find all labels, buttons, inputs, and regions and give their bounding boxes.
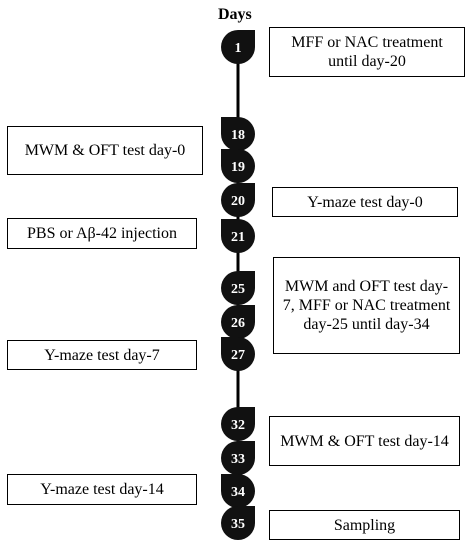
marker-shape: [221, 219, 255, 253]
marker-day-label: 19: [231, 160, 245, 175]
day-marker-34: 34: [221, 474, 255, 508]
box-mff-nac-treatment: MFF or NAC treatment until day-20: [269, 27, 465, 77]
marker-shape: [221, 183, 255, 217]
marker-shape: [221, 407, 255, 441]
box-mwm-oft-day14: MWM & OFT test day-14: [269, 416, 460, 466]
box-mwm-oft-day7: MWM and OFT test day-7, MFF or NAC treat…: [273, 257, 460, 354]
marker-day-label: 20: [231, 194, 245, 209]
marker-shape: [221, 271, 255, 305]
marker-day-label: 27: [231, 348, 245, 363]
day-marker-32: 32: [221, 407, 255, 441]
marker-shape: [221, 30, 255, 64]
day-marker-1: 1: [221, 30, 255, 64]
diagram-title: Days: [218, 6, 252, 23]
marker-shape: [221, 506, 255, 540]
box-ymaze-day0: Y-maze test day-0: [272, 187, 458, 217]
box-ymaze-day7: Y-maze test day-7: [7, 340, 197, 370]
day-marker-20: 20: [221, 183, 255, 217]
marker-day-label: 18: [231, 128, 245, 143]
day-marker-18: 18: [221, 117, 255, 151]
marker-shape: [221, 149, 255, 183]
marker-day-label: 33: [231, 452, 245, 467]
day-marker-27: 27: [221, 337, 255, 371]
marker-day-label: 34: [231, 485, 245, 500]
marker-shape: [221, 117, 255, 151]
day-marker-33: 33: [221, 441, 255, 475]
box-ymaze-day14: Y-maze test day-14: [7, 474, 197, 505]
day-marker-25: 25: [221, 271, 255, 305]
marker-shape: [221, 474, 255, 508]
marker-shape: [221, 441, 255, 475]
marker-day-label: 1: [235, 41, 242, 56]
marker-day-label: 35: [231, 517, 245, 532]
day-marker-21: 21: [221, 219, 255, 253]
day-marker-35: 35: [221, 506, 255, 540]
marker-day-label: 21: [231, 230, 245, 245]
day-marker-26: 26: [221, 305, 255, 339]
marker-day-label: 32: [231, 418, 245, 433]
marker-day-label: 25: [231, 282, 245, 297]
marker-shape: [221, 305, 255, 339]
marker-day-label: 26: [231, 316, 245, 331]
box-mwm-oft-day0: MWM & OFT test day-0: [7, 126, 203, 175]
box-sampling: Sampling: [269, 510, 460, 540]
day-marker-19: 19: [221, 149, 255, 183]
marker-shape: [221, 337, 255, 371]
box-pbs-abeta-injection: PBS or Aβ-42 injection: [7, 218, 197, 249]
